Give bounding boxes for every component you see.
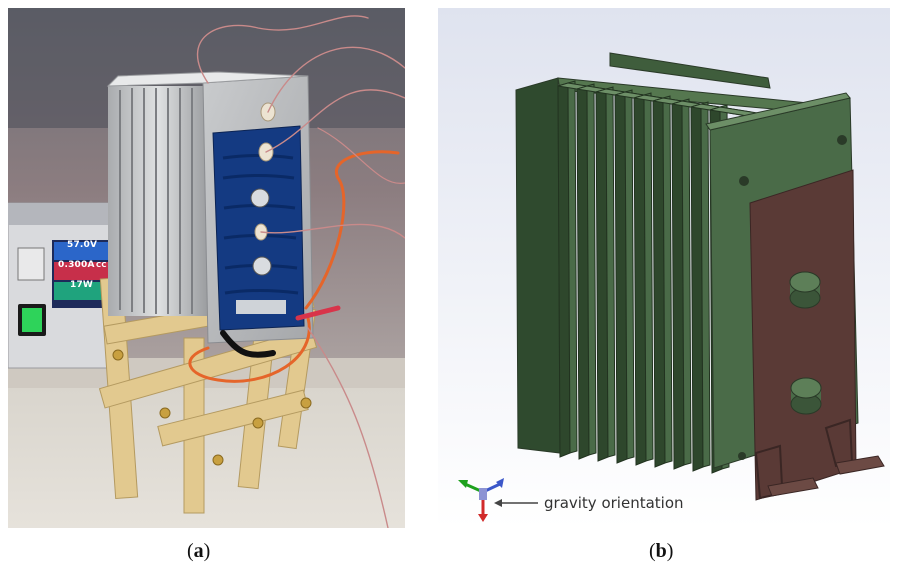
plate-bolt-top	[789, 271, 821, 309]
heatsink-fins	[557, 80, 771, 474]
fin-face	[681, 98, 692, 466]
cad-panel-b	[438, 8, 890, 528]
device-screw-bottom	[252, 256, 272, 276]
fin-face	[624, 89, 635, 460]
psu-voltage-readout: 57.0V	[67, 240, 98, 250]
fin-face	[700, 101, 711, 468]
psu-power-readout: 17W	[70, 280, 94, 290]
psu-current-readout: 0.300A	[58, 260, 95, 270]
fin-face	[643, 92, 654, 462]
fin-face	[662, 95, 673, 464]
caption-b: (b)	[649, 540, 674, 562]
fin-face	[605, 86, 616, 458]
heat-sink-fins	[108, 86, 208, 316]
cad-render	[438, 8, 890, 528]
fin-face	[586, 83, 597, 456]
plate-bolt-bottom	[790, 377, 822, 415]
fin-face	[567, 80, 578, 454]
mount-hole-top-right	[837, 135, 847, 145]
heatsink-back-plate	[515, 77, 561, 454]
mount-hole-top-left	[739, 176, 749, 186]
gravity-triad	[458, 478, 504, 522]
gravity-arrow	[494, 499, 538, 507]
psu-mode-readout: CC	[96, 261, 107, 269]
caption-a: (a)	[187, 540, 211, 562]
photo-illustration	[8, 8, 405, 528]
gravity-orientation-label: gravity orientation	[544, 494, 684, 512]
mount-hole-bottom-left	[738, 452, 746, 460]
photo-panel-a	[8, 8, 405, 528]
device-screw-top	[250, 188, 270, 208]
